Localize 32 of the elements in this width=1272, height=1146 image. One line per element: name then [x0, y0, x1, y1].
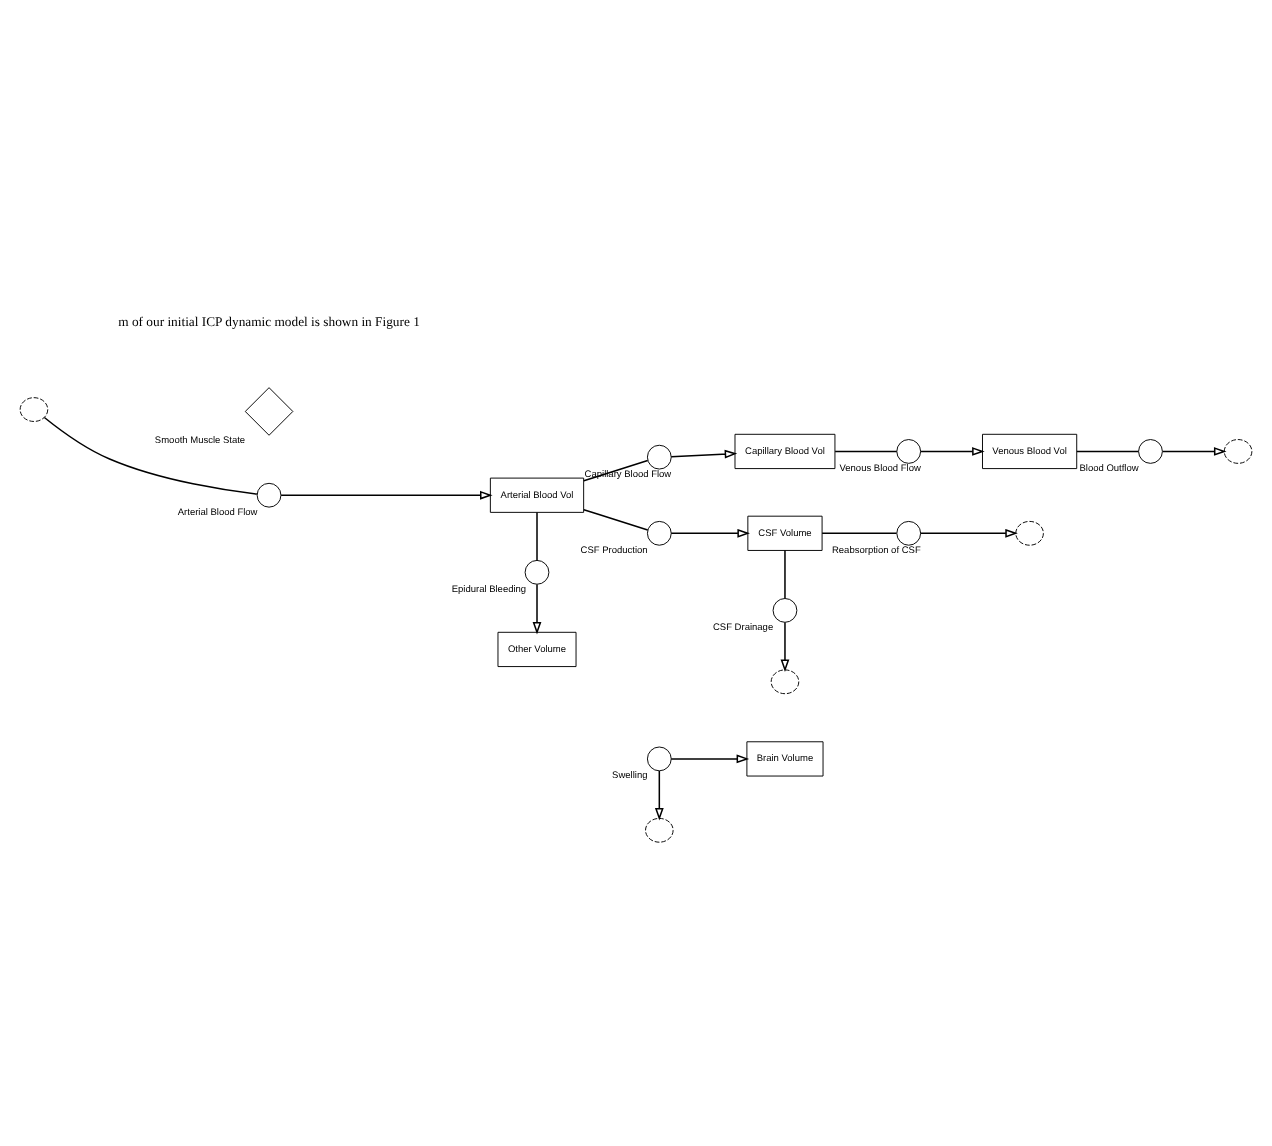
arrow: [670, 753, 750, 763]
arrow: [670, 448, 738, 458]
node-cloud: [770, 668, 800, 694]
arrow: [780, 620, 790, 672]
node-diamond: [244, 386, 294, 435]
arrow: [670, 527, 750, 537]
node-circle: [772, 597, 798, 622]
connector: [834, 449, 898, 452]
connector: [1076, 449, 1140, 452]
arrow: [919, 527, 1018, 537]
node-circle: [256, 481, 282, 507]
connector: [583, 508, 649, 530]
node-cloud: [645, 816, 674, 842]
node-circle: [896, 519, 922, 545]
node-circle: [646, 745, 672, 771]
node-circle: [524, 558, 550, 584]
arrow: [654, 769, 664, 820]
node-cloud: [1223, 438, 1253, 463]
connector: [536, 510, 538, 561]
arrow: [280, 489, 493, 499]
node-circle: [646, 443, 672, 469]
connector: [784, 548, 786, 599]
connector: [821, 531, 898, 534]
arrow: [1161, 446, 1227, 455]
node-circle: [896, 438, 922, 463]
node-cloud: [19, 396, 49, 421]
arrow: [532, 582, 542, 634]
arrow: [919, 446, 985, 455]
node-circle: [1138, 438, 1163, 463]
node-circle: [646, 519, 672, 545]
connector: [43, 415, 258, 494]
node-cloud: [1015, 519, 1044, 545]
